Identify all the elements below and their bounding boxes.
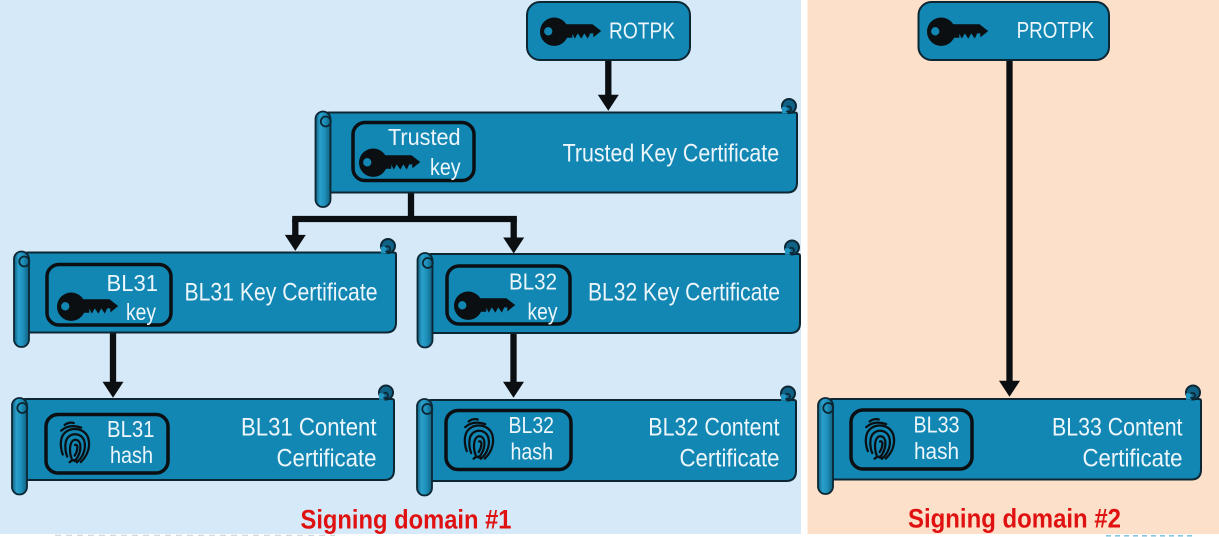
svg-text:BL31 Content: BL31 Content [241, 414, 377, 442]
svg-text:BL32 Key Certificate: BL32 Key Certificate [588, 279, 780, 307]
svg-text:Certificate: Certificate [680, 445, 780, 473]
svg-text:BL33 Content: BL33 Content [1052, 414, 1183, 442]
svg-text:BL32: BL32 [509, 269, 557, 295]
svg-text:PROTPK: PROTPK [1017, 17, 1095, 43]
svg-text:hash: hash [914, 438, 959, 464]
svg-text:key: key [126, 299, 156, 325]
svg-text:ROTPK: ROTPK [609, 18, 676, 44]
svg-text:key: key [430, 154, 461, 180]
svg-text:BL31: BL31 [107, 270, 159, 296]
svg-text:Trusted: Trusted [388, 124, 461, 150]
svg-text:BL31: BL31 [107, 416, 155, 442]
svg-text:BL32: BL32 [509, 412, 555, 438]
svg-text:Signing domain #2: Signing domain #2 [908, 504, 1121, 534]
svg-text:BL32 Content: BL32 Content [648, 414, 779, 442]
svg-text:BL31 Key Certificate: BL31 Key Certificate [185, 279, 378, 307]
svg-text:key: key [528, 299, 558, 325]
svg-text:BL33: BL33 [914, 412, 960, 438]
svg-text:hash: hash [110, 442, 153, 468]
svg-text:Certificate: Certificate [1083, 445, 1183, 473]
svg-text:Trusted Key Certificate: Trusted Key Certificate [563, 140, 780, 168]
svg-text:Certificate: Certificate [277, 445, 377, 473]
svg-text:Signing domain #1: Signing domain #1 [301, 505, 512, 535]
svg-text:hash: hash [511, 439, 554, 465]
